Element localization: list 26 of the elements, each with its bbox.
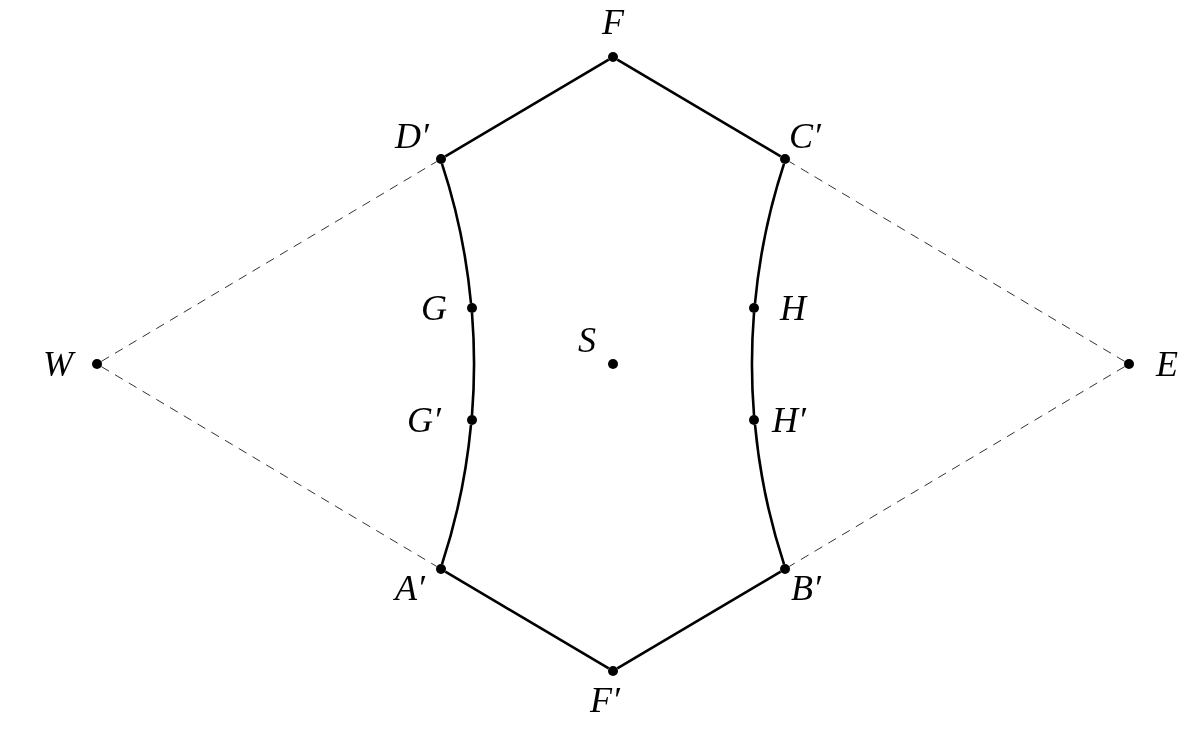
line-segment <box>444 570 610 670</box>
point-label: B′ <box>791 570 821 606</box>
curved-line <box>470 312 476 416</box>
point-label: S <box>578 322 596 358</box>
point-label: H′ <box>772 402 806 438</box>
point-label: C′ <box>789 118 821 154</box>
line-segment <box>444 58 610 158</box>
dashed-line <box>788 366 1126 567</box>
curved-line <box>753 163 786 304</box>
dashed-line <box>788 161 1126 362</box>
curved-line <box>750 312 756 416</box>
point-label: F′ <box>590 682 620 718</box>
curved-line <box>440 163 473 304</box>
point-label: D′ <box>395 118 429 154</box>
line-segment <box>616 570 782 670</box>
point-label: G <box>421 290 447 326</box>
curved-line <box>440 424 473 565</box>
point-label: H <box>780 290 806 326</box>
dashed-line <box>100 366 438 567</box>
point-label: G′ <box>407 402 441 438</box>
dashed-line <box>100 161 438 362</box>
point-label: F <box>602 4 624 40</box>
point-label: E <box>1156 346 1178 382</box>
line-segment <box>616 58 782 158</box>
curved-line <box>753 424 786 565</box>
point-label: A′ <box>395 570 425 606</box>
